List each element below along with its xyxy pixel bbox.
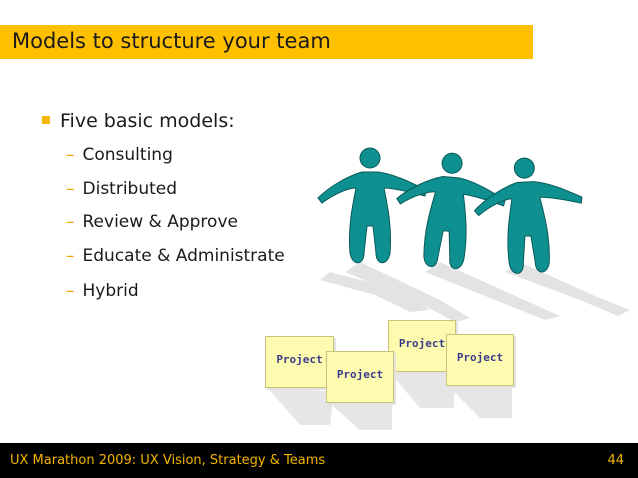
- bullet-list: Five basic models: –Consulting –Distribu…: [42, 110, 285, 301]
- page-number: 44: [607, 453, 624, 468]
- sub-bullet-text: Educate & Administrate: [82, 246, 285, 266]
- team-illustration: [266, 147, 630, 430]
- sub-bullet: –Review & Approve: [66, 212, 238, 232]
- project-note: Project: [326, 351, 394, 403]
- main-bullet: Five basic models:: [42, 110, 235, 132]
- project-note: Project: [446, 334, 514, 386]
- bullet-square-icon: [42, 116, 50, 124]
- person-figure-icon: [471, 154, 587, 276]
- sub-bullet-text: Review & Approve: [82, 212, 238, 232]
- project-note: Project: [265, 336, 334, 388]
- project-note: Project: [388, 320, 456, 372]
- sub-bullet: –Hybrid: [66, 281, 139, 301]
- sub-bullet-text: Distributed: [82, 179, 178, 199]
- slide-footer: UX Marathon 2009: UX Vision, Strategy & …: [0, 443, 638, 478]
- person-figure-icon: [390, 148, 510, 273]
- slide-title: Models to structure your team: [12, 29, 331, 53]
- person-figure-icon: [317, 147, 427, 264]
- sub-bullet: –Educate & Administrate: [66, 246, 285, 266]
- main-bullet-text: Five basic models:: [60, 110, 235, 132]
- sub-bullet: –Consulting: [66, 145, 173, 165]
- sub-bullet-text: Consulting: [82, 145, 173, 165]
- sub-bullet: –Distributed: [66, 179, 178, 199]
- title-bar: Models to structure your team: [0, 25, 533, 59]
- footer-text: UX Marathon 2009: UX Vision, Strategy & …: [10, 453, 326, 468]
- sub-bullet-text: Hybrid: [82, 281, 139, 301]
